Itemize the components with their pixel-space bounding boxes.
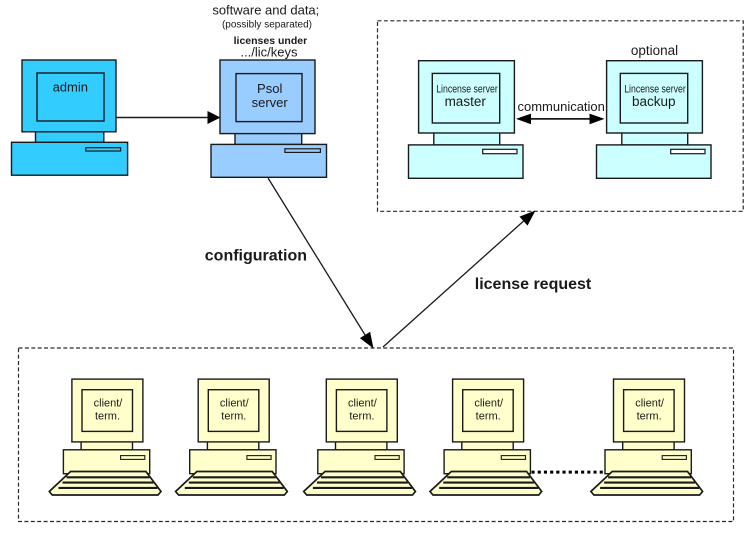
svg-text:license request: license request	[475, 276, 592, 293]
svg-text:admin: admin	[53, 79, 88, 94]
svg-text:backup: backup	[632, 94, 676, 109]
svg-text:licenses under: licenses under	[234, 35, 308, 47]
svg-text:Lincense server: Lincense server	[624, 84, 686, 96]
svg-text:server: server	[252, 95, 289, 110]
svg-text:communication: communication	[517, 99, 604, 114]
svg-text:(possibly separated): (possibly separated)	[222, 20, 312, 31]
svg-text:Psol: Psol	[257, 81, 282, 96]
svg-text:master: master	[445, 94, 487, 109]
svg-text:Lincense server: Lincense server	[436, 84, 498, 96]
svg-text:.../lic/keys: .../lic/keys	[240, 44, 298, 59]
svg-text:configuration: configuration	[205, 248, 307, 265]
svg-text:client/: client/	[94, 398, 124, 410]
svg-text:term.: term.	[95, 410, 120, 422]
svg-text:software and data;: software and data;	[212, 3, 319, 18]
svg-text:optional: optional	[631, 43, 678, 58]
